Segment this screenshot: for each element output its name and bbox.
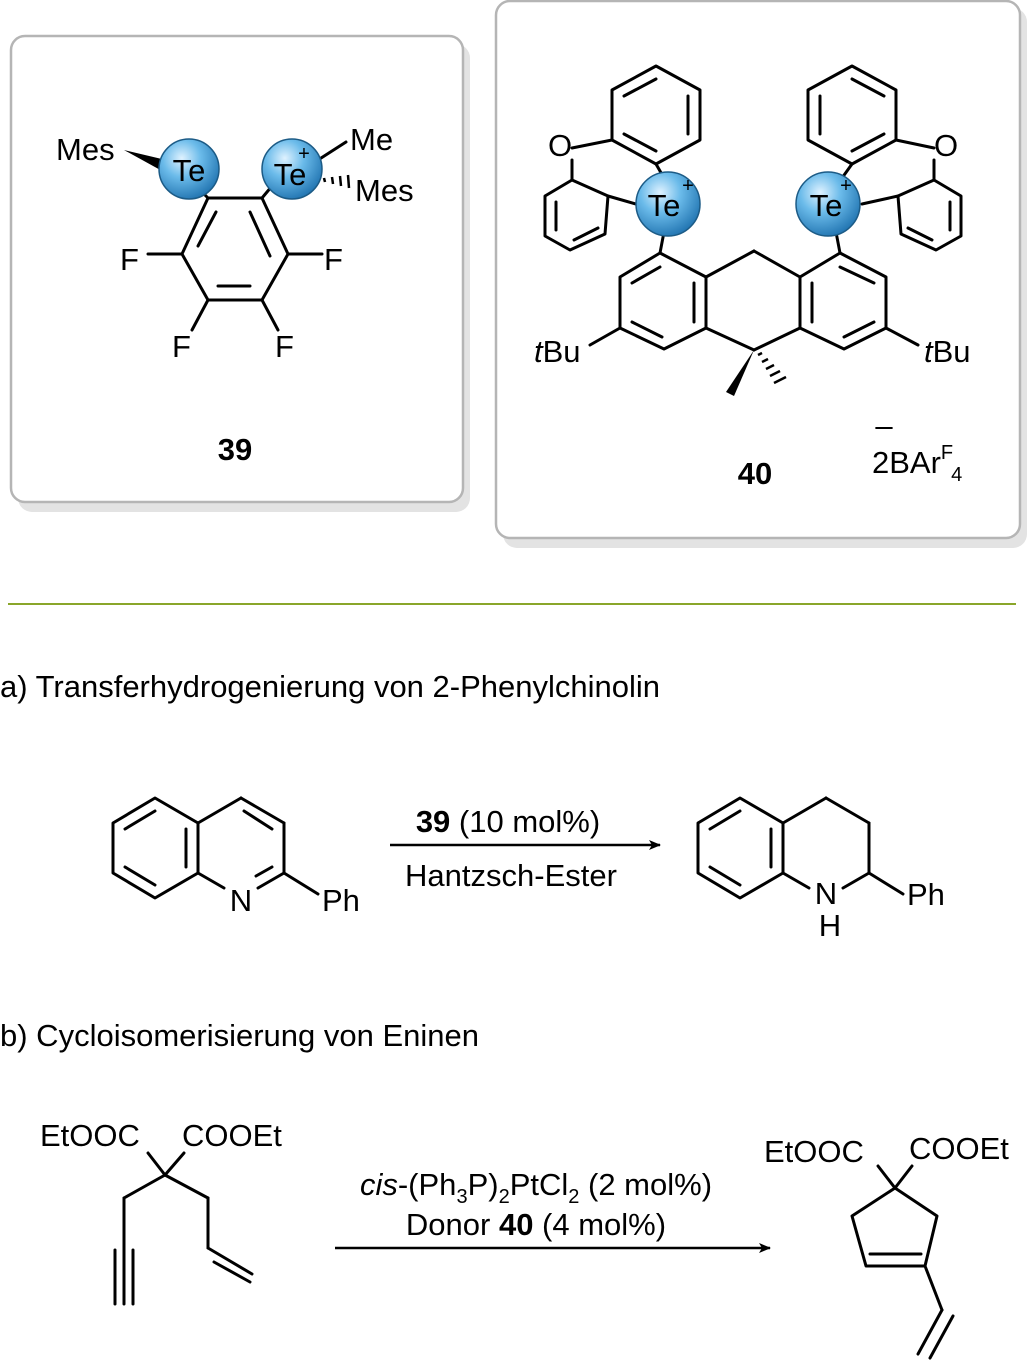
counterion-prefix: 2BAr	[872, 445, 941, 480]
positive-charge: +	[298, 143, 310, 165]
tbu-left-t: t	[534, 334, 544, 369]
reaction-a: N Ph 39 (10 mol%) Hantzsch-Ester N H Ph	[111, 796, 945, 943]
reagent-a-amount: (10 mol%)	[450, 804, 600, 839]
catalyst-b-cis: cis	[360, 1167, 398, 1202]
atom-te-left: Te	[173, 153, 206, 188]
counterion-charge: –	[875, 408, 893, 443]
atom-n: N	[230, 883, 252, 918]
atom-te-right: Te	[274, 157, 307, 192]
tbu-left-bu: Bu	[543, 334, 581, 369]
tellurium-ball-icon	[158, 138, 220, 200]
counterion-sup: F	[941, 442, 953, 464]
donor-b: Donor 40 (4 mol%)	[406, 1207, 666, 1242]
tbu-right-bu: Bu	[933, 334, 971, 369]
atom-n-product: N	[815, 876, 837, 911]
catalyst-b-part-0: -(Ph	[398, 1167, 457, 1202]
atom-mes-left: Mes	[56, 132, 115, 167]
ester-right-reactant: COOEt	[182, 1118, 282, 1153]
catalyst-b-part-2: P)	[468, 1167, 499, 1202]
atom-te-right: Te	[810, 188, 843, 223]
reaction-b: EtOOC COOEt cis-(Ph3P)2PtCl2 (2 mol%) Do…	[40, 1118, 1009, 1360]
atom-ph-product: Ph	[907, 877, 945, 912]
ester-left-reactant: EtOOC	[40, 1118, 140, 1153]
catalyst-b-part-4: PtCl	[510, 1167, 569, 1202]
positive-charge-right: +	[840, 175, 852, 197]
atom-f-bottom-right: F	[275, 329, 294, 364]
atom-o-right: O	[934, 128, 958, 163]
tellurium-ball-icon	[795, 171, 861, 237]
atom-f-right: F	[324, 242, 343, 277]
compound-39-panel	[9, 34, 470, 512]
atom-o-left: O	[548, 128, 572, 163]
tbu-left: tBu	[534, 334, 581, 369]
counterion-sub: 4	[951, 464, 962, 486]
atom-f-bottom-left: F	[172, 329, 191, 364]
donor-b-amount: (4 mol%)	[533, 1207, 666, 1242]
atom-mes-right: Mes	[355, 173, 414, 208]
reagent-a-compound: 39	[416, 804, 450, 839]
compound-39-structure: Te Te + Mes Me Mes F F F F 39	[56, 122, 414, 467]
positive-charge-left: +	[682, 175, 694, 197]
catalyst-b-part-1: 3	[456, 1186, 467, 1208]
ester-right-product: COOEt	[909, 1131, 1009, 1166]
ester-left-product: EtOOC	[764, 1134, 864, 1169]
atom-te-left: Te	[648, 188, 681, 223]
atom-h-product: H	[819, 908, 841, 943]
donor-b-prefix: Donor	[406, 1207, 499, 1242]
section-b-title: b) Cycloisomerisierung von Eninen	[0, 1018, 479, 1053]
atom-me: Me	[350, 122, 393, 157]
catalyst-b-part-3: 2	[499, 1186, 510, 1208]
reagent-a-line1: 39 (10 mol%)	[416, 804, 600, 839]
catalyst-b-part-5: 2	[568, 1186, 579, 1208]
tellurium-ball-icon	[261, 138, 323, 200]
compound-label-39: 39	[218, 432, 252, 467]
catalyst-b-part-6: (2 mol%)	[579, 1167, 712, 1202]
tbu-right: tBu	[924, 334, 971, 369]
tellurium-ball-icon	[635, 171, 701, 237]
atom-f-left: F	[120, 242, 139, 277]
tbu-right-t: t	[924, 334, 934, 369]
donor-b-compound: 40	[499, 1207, 533, 1242]
atom-ph: Ph	[322, 883, 360, 918]
reagent-a-line2: Hantzsch-Ester	[405, 858, 617, 893]
compound-label-40: 40	[738, 456, 772, 491]
section-a-title: a) Transferhydrogenierung von 2-Phenylch…	[0, 669, 660, 704]
catalyst-b: cis-(Ph3P)2PtCl2 (2 mol%)	[360, 1167, 712, 1208]
